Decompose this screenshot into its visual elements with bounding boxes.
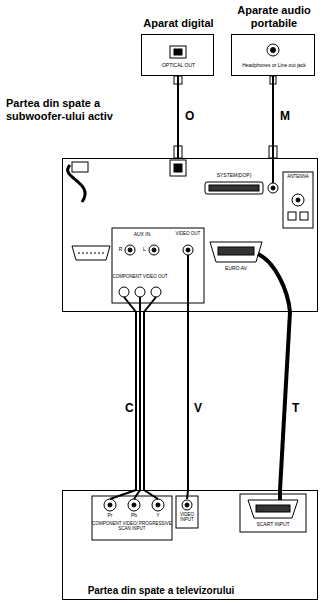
device-box: Aparate audio portabileHeadphones or Lin… bbox=[231, 34, 315, 76]
fm-terminal bbox=[300, 212, 308, 220]
port-label: ANTENNA bbox=[283, 175, 313, 180]
component-input-jack bbox=[104, 499, 116, 511]
cable-letter: V bbox=[193, 402, 203, 415]
device-box: Aparat digitalOPTICAL OUT bbox=[141, 34, 214, 76]
jack-cable bbox=[272, 158, 274, 183]
cable-letter: C bbox=[124, 402, 135, 415]
port-label: COMPONENT VIDEO OUT bbox=[105, 275, 175, 280]
aux-in-jack bbox=[149, 245, 159, 255]
scart-socket bbox=[210, 242, 262, 262]
scart-cable bbox=[258, 254, 290, 312]
scart-input-panel bbox=[240, 494, 306, 532]
system-pins bbox=[209, 185, 259, 191]
component-wire bbox=[144, 490, 158, 499]
port-label: OPTICAL OUT bbox=[142, 63, 215, 69]
device-title: Aparate audio portabile bbox=[232, 4, 316, 29]
cable-letter: M bbox=[279, 110, 291, 123]
component-input-port bbox=[132, 503, 136, 507]
cable bbox=[177, 76, 179, 158]
cable bbox=[280, 312, 290, 490]
aux-in-port bbox=[152, 248, 156, 252]
component-input-panel bbox=[92, 496, 172, 540]
scart-cable bbox=[278, 490, 282, 500]
component-wire bbox=[110, 490, 136, 499]
cable bbox=[272, 76, 274, 158]
component-wire bbox=[143, 312, 145, 490]
channel-label: Pr bbox=[103, 513, 117, 519]
serial-pins bbox=[78, 253, 104, 254]
headphone-jack bbox=[267, 44, 279, 56]
component-jack bbox=[119, 287, 129, 297]
port-label: Headphones or Line out jack bbox=[232, 63, 316, 69]
port-label: AUX IN bbox=[117, 232, 167, 238]
panel-caption: Partea din spate a subwoofer-ului activ bbox=[6, 97, 141, 122]
component-input-jack bbox=[128, 499, 140, 511]
scart-input-socket bbox=[248, 500, 298, 518]
optical-jack bbox=[170, 46, 186, 58]
aux-port bbox=[271, 186, 275, 190]
port-label: SCART INPUT bbox=[243, 522, 303, 528]
am-pin bbox=[296, 198, 300, 202]
channel-label: Pb bbox=[127, 513, 141, 519]
aux-in-jack bbox=[125, 245, 135, 255]
serial-connector bbox=[72, 246, 110, 260]
component-input-port bbox=[108, 503, 112, 507]
aux-jack bbox=[268, 183, 278, 193]
component-wire bbox=[124, 297, 136, 312]
tv-panel: Partea din spate a televizorului bbox=[62, 490, 318, 600]
optical-port bbox=[174, 49, 182, 55]
fm-terminal bbox=[288, 212, 296, 220]
component-jack bbox=[135, 287, 145, 297]
am-socket bbox=[292, 194, 304, 206]
cable bbox=[139, 312, 141, 490]
port-label: COMPONENT VIDEO/ PROGRESSIVE SCAN INPUT bbox=[92, 522, 172, 532]
video-wire bbox=[187, 490, 188, 499]
port-label: EURO AV bbox=[210, 266, 262, 272]
cable-letter: T bbox=[291, 402, 300, 415]
antenna-panel bbox=[283, 172, 313, 228]
port-label: SYSTEM(DOP) bbox=[205, 173, 263, 179]
component-wire bbox=[135, 312, 137, 490]
panel-caption: Partea din spate a televizorului bbox=[33, 585, 289, 597]
device-title: Aparat digital bbox=[130, 17, 227, 30]
port-label: VIDEO OUT bbox=[170, 232, 206, 237]
scart-input-pins bbox=[256, 505, 290, 512]
component-input-port bbox=[156, 503, 160, 507]
video-input-jack bbox=[182, 500, 192, 510]
power-socket bbox=[72, 162, 88, 172]
cable-letter: O bbox=[184, 110, 195, 123]
optical-in bbox=[170, 160, 186, 176]
channel-label: R bbox=[117, 247, 124, 253]
component-wire bbox=[134, 490, 140, 499]
component-jack bbox=[151, 287, 161, 297]
component-wire bbox=[139, 297, 141, 312]
optical-in-port bbox=[174, 164, 182, 172]
component-input-jack bbox=[152, 499, 164, 511]
port-label: VIDEO INPUT bbox=[176, 513, 198, 523]
component-wire bbox=[144, 297, 156, 312]
av-panel bbox=[112, 228, 204, 303]
video-input-port bbox=[185, 503, 189, 507]
system-connector bbox=[205, 182, 263, 194]
channel-label: L bbox=[141, 247, 148, 253]
headphone-port bbox=[271, 48, 276, 53]
video-out-jack bbox=[183, 245, 193, 255]
scart-pins bbox=[218, 247, 254, 255]
channel-label: Y bbox=[151, 513, 165, 519]
video-input-panel bbox=[176, 496, 198, 528]
video-out-port bbox=[186, 248, 190, 252]
aux-in-port bbox=[128, 248, 132, 252]
video-wire bbox=[187, 255, 189, 312]
cable bbox=[187, 312, 189, 490]
